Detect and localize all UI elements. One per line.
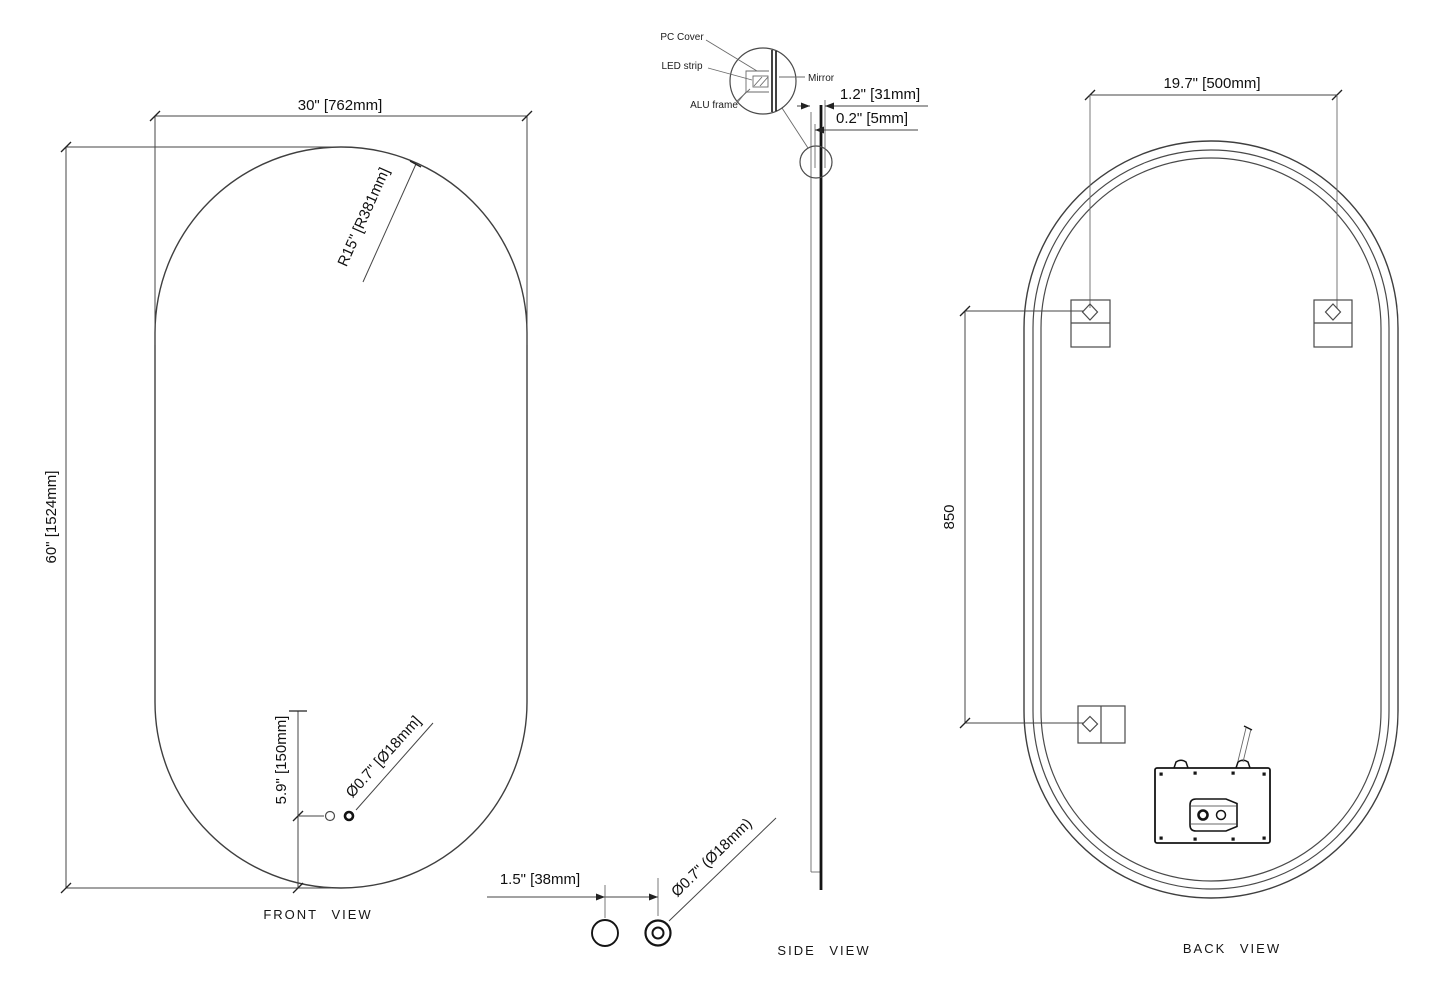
front-hole-left	[324, 810, 336, 822]
mounting-bracket-top-left	[1070, 299, 1111, 348]
led-strip-label: LED strip	[661, 61, 703, 72]
side-view: PC Cover LED strip ALU frame Mirror 1.2"…	[487, 32, 928, 958]
front-view: 30" [762mm] 60" [1524mm] R15" [R381mm]	[43, 97, 533, 922]
front-width-label: 30" [762mm]	[298, 97, 383, 114]
back-outline-middle	[1032, 149, 1390, 890]
back-outline-inner	[1040, 157, 1382, 882]
front-width-dimension: 30" [762mm]	[149, 97, 533, 345]
side-callouts: PC Cover LED strip ALU frame Mirror	[660, 32, 834, 111]
front-hole-offset-dimension: 5.9" [150mm]	[273, 710, 324, 894]
detail-hole-ringed-outer	[644, 919, 672, 947]
front-height-dimension: 60" [1524mm]	[43, 141, 345, 894]
side-glass-dimension: 0.2" [5mm]	[814, 110, 918, 168]
hole-spacing-label: 1.5" [38mm]	[500, 871, 580, 888]
front-hole-dia-dimension: Ø0.7" [Ø18mm]	[343, 713, 434, 811]
junction-box-screws	[1159, 771, 1266, 841]
detail-hole-plain	[591, 919, 619, 947]
detail-hole-ringed-inner	[651, 926, 665, 940]
cable-gland-left	[1173, 759, 1189, 769]
detail-connector-line	[781, 107, 809, 149]
mounting-bracket-lower	[1077, 705, 1126, 744]
front-radius-label: R15" [R381mm]	[335, 165, 394, 269]
front-height-label: 60" [1524mm]	[43, 471, 60, 564]
front-radius-dimension: R15" [R381mm]	[335, 160, 422, 283]
back-bracket-width-dimension: 19.7" [500mm]	[1084, 75, 1343, 308]
terminal-hole-right	[1215, 809, 1227, 821]
hole-spacing-detail: 1.5" [38mm] Ø0.7" (Ø18mm)	[487, 815, 777, 947]
side-detail-reference-circle	[799, 145, 833, 179]
front-hole-dia-label: Ø0.7" [Ø18mm]	[343, 713, 425, 801]
side-view-title: SIDE VIEW	[777, 943, 870, 958]
mirror-label: Mirror	[808, 73, 835, 84]
front-view-title: FRONT VIEW	[263, 907, 372, 922]
back-view-title: BACK VIEW	[1183, 941, 1281, 956]
edge-detail-bubble	[729, 47, 797, 115]
back-bracket-height-dimension: 850	[941, 305, 1083, 729]
back-bracket-width-label: 19.7" [500mm]	[1163, 75, 1260, 92]
power-cable	[1237, 725, 1253, 763]
detail-hole-dia-label: Ø0.7" (Ø18mm)	[668, 815, 756, 900]
alu-frame-label: ALU frame	[690, 100, 738, 111]
junction-box	[1154, 725, 1271, 844]
back-bracket-height-label: 850	[941, 504, 958, 529]
back-outline-outer	[1023, 140, 1399, 899]
terminal-hole-left	[1197, 809, 1209, 821]
mounting-bracket-top-right	[1313, 299, 1353, 348]
terminal-plate	[1189, 798, 1238, 832]
pc-cover-label: PC Cover	[660, 32, 704, 43]
side-depth-dimension: 1.2" [31mm]	[797, 86, 928, 168]
front-hole-offset-label: 5.9" [150mm]	[273, 716, 290, 805]
side-depth-label: 1.2" [31mm]	[840, 86, 920, 103]
back-view: 19.7" [500mm] 850	[941, 75, 1399, 956]
junction-box-body	[1154, 767, 1271, 844]
side-glass-label: 0.2" [5mm]	[836, 110, 908, 127]
front-hole-right	[343, 810, 355, 822]
front-mirror-outline	[154, 146, 528, 889]
